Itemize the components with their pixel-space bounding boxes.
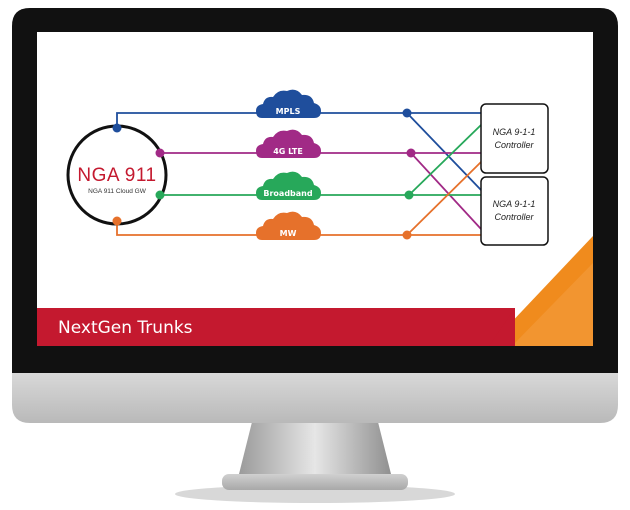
gateway-node: NGA 911 NGA 911 Cloud GW xyxy=(66,124,168,226)
controller-2: NGA 9-1-1 Controller xyxy=(480,176,549,246)
monitor-stand xyxy=(238,410,392,478)
controller-2-box xyxy=(480,176,549,246)
accent-highlight xyxy=(512,263,593,346)
mw-gw-dot xyxy=(112,216,122,226)
controller-2-line1: NGA 9-1-1 xyxy=(493,199,536,209)
broadband-junction-dot xyxy=(404,190,414,200)
mpls-gw-dot xyxy=(112,123,122,133)
banner-shade xyxy=(37,308,515,346)
banner-title: NextGen Trunks xyxy=(58,318,193,338)
mpls-label: MPLS xyxy=(276,107,301,116)
cloud-icon xyxy=(256,89,321,118)
broadband-gw-dot xyxy=(155,190,165,200)
monitor-chin xyxy=(12,372,618,423)
mw-cloud: MW xyxy=(256,211,321,240)
cloud-icon xyxy=(256,211,321,240)
gateway-logo: NGA 911 xyxy=(77,165,156,186)
cloud-icon xyxy=(256,171,321,200)
mpls-junction-dot xyxy=(402,108,412,118)
stand-base xyxy=(222,474,408,490)
broadband-label: Broadband xyxy=(263,189,312,198)
controller-1-line2: Controller xyxy=(494,140,534,150)
lte-junction-dot xyxy=(406,148,416,158)
controller-1-line1: NGA 9-1-1 xyxy=(493,127,536,137)
lte-label: 4G LTE xyxy=(273,147,303,156)
mpls-line xyxy=(116,112,482,191)
controller-2-line2: Controller xyxy=(494,212,534,222)
lte-gw-dot xyxy=(155,148,165,158)
cloud-icon xyxy=(256,129,321,158)
broadband-cloud: Broadband xyxy=(256,171,321,200)
controller-1: NGA 9-1-1 Controller xyxy=(480,103,549,174)
mpls-cloud: MPLS xyxy=(256,89,321,118)
controller-1-box xyxy=(480,103,549,174)
mw-label: MW xyxy=(280,229,297,238)
lte-cloud: 4G LTE xyxy=(256,129,321,158)
mw-junction-dot xyxy=(402,230,412,240)
mw-line xyxy=(116,161,482,236)
gateway-subtitle: NGA 911 Cloud GW xyxy=(88,188,147,195)
